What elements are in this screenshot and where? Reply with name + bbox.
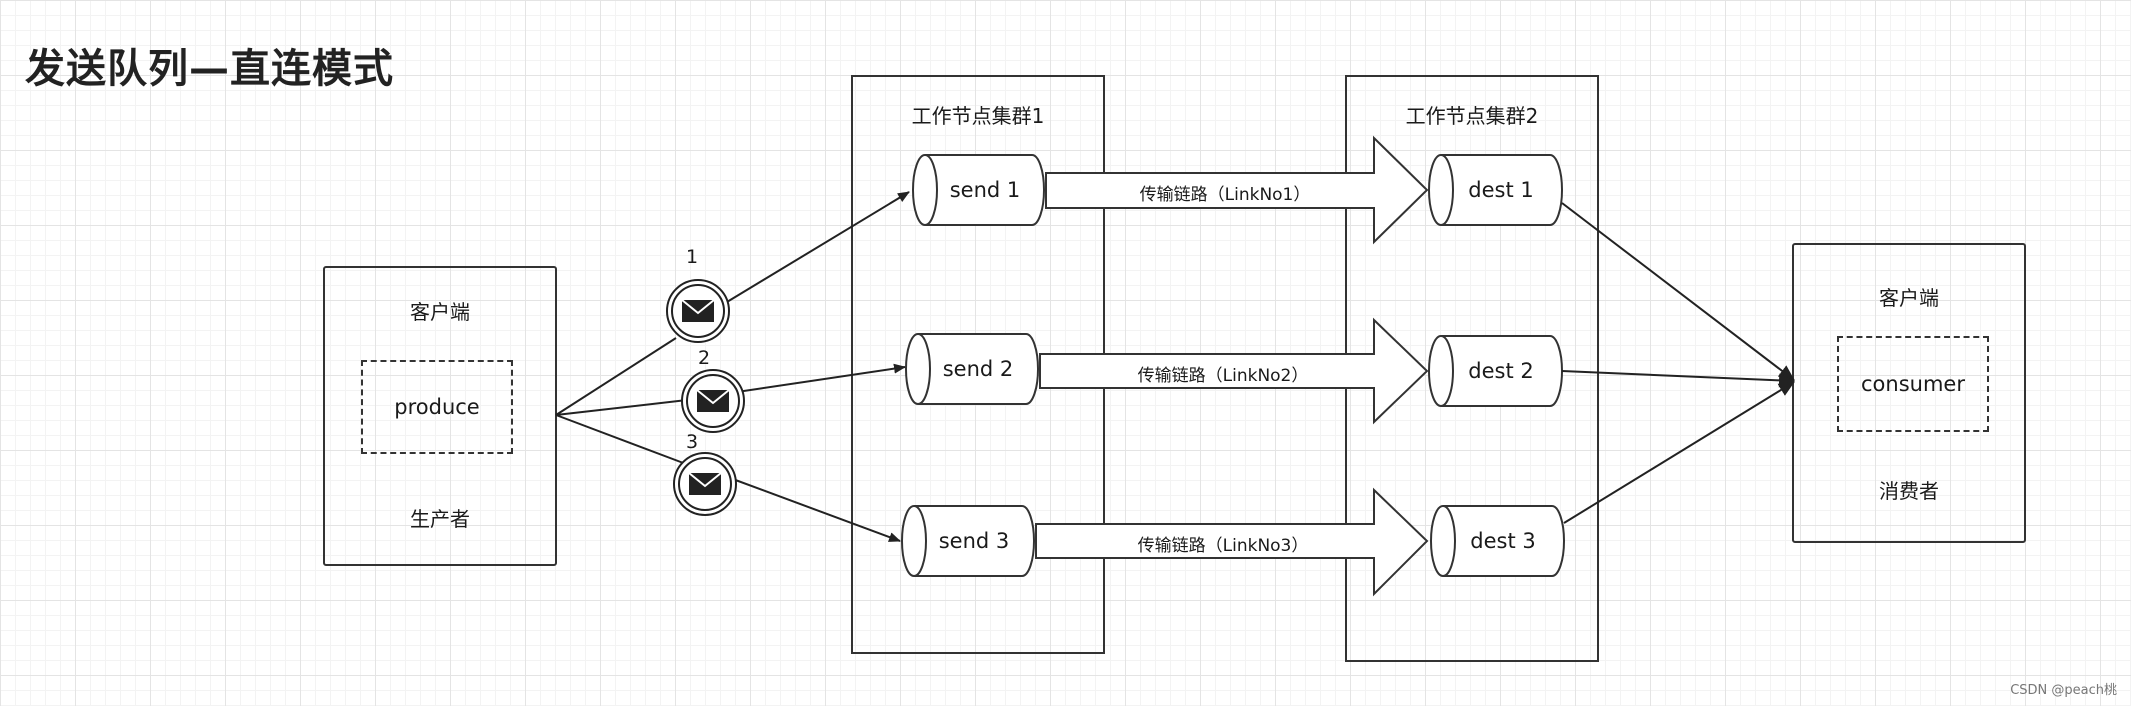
link-1-label: 传输链路（LinkNo1） — [1139, 185, 1311, 205]
connector-dest1-consumer — [1561, 202, 1795, 381]
dest-3-cylinder — [1430, 505, 1565, 577]
link-arrow-2 — [1039, 317, 1429, 425]
send-3-label: send 3 — [938, 529, 1010, 553]
send-2-label: send 2 — [942, 357, 1014, 381]
watermark: CSDN @peach桃 — [2010, 683, 2117, 698]
cluster2-title: 工作节点集群2 — [1405, 104, 1539, 128]
producer-node-label: produce — [394, 395, 480, 419]
connector-produce-send1 — [555, 192, 909, 416]
consumer-node: consumer — [1837, 336, 1989, 432]
link-arrow-1 — [1045, 135, 1429, 245]
producer-node: produce — [361, 360, 513, 454]
send-2-cylinder — [905, 333, 1039, 405]
page-title: 发送队列—直连模式 — [25, 46, 394, 92]
envelope-icon — [666, 279, 730, 343]
producer-role: 生产者 — [410, 507, 470, 531]
message-number-2: 2 — [698, 347, 711, 369]
link-3-label: 传输链路（LinkNo3） — [1137, 536, 1309, 556]
consumer-node-label: consumer — [1861, 372, 1965, 396]
dest-1-label: dest 1 — [1468, 178, 1534, 202]
message-number-1: 1 — [686, 246, 699, 268]
producer-client-title: 客户端 — [410, 300, 470, 324]
connector-dest2-consumer — [1561, 370, 1795, 388]
consumer-role: 消费者 — [1879, 479, 1939, 503]
link-2-label: 传输链路（LinkNo2） — [1137, 366, 1309, 386]
send-1-label: send 1 — [949, 178, 1021, 202]
connector-dest3-consumer — [1563, 381, 1795, 524]
connector-produce-send2 — [555, 367, 905, 416]
envelope-icon — [673, 452, 737, 516]
dest-3-label: dest 3 — [1470, 529, 1536, 553]
dest-1-cylinder — [1428, 154, 1563, 226]
send-3-cylinder — [901, 505, 1035, 577]
connector-produce-send3 — [555, 414, 900, 541]
send-1-cylinder — [912, 154, 1045, 226]
message-number-3: 3 — [686, 431, 699, 453]
envelope-icon — [681, 369, 745, 433]
dest-2-cylinder — [1428, 335, 1563, 407]
dest-2-label: dest 2 — [1468, 359, 1534, 383]
consumer-client-title: 客户端 — [1879, 286, 1939, 310]
cluster1-title: 工作节点集群1 — [911, 104, 1045, 128]
link-arrow-3 — [1035, 487, 1429, 597]
